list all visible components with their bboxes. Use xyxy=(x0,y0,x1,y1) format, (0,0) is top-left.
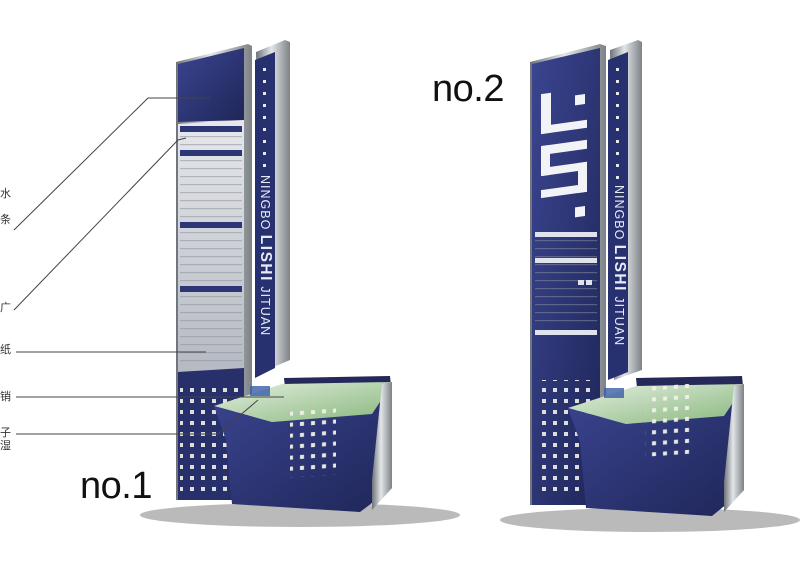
sign-1-header-panel xyxy=(178,48,244,122)
sign-1-brand-text: NINGBO LISHI JITUAN xyxy=(256,175,274,336)
callout-label: 广 xyxy=(0,301,11,314)
sign-2-side-strip xyxy=(608,52,628,380)
brand-prefix: NINGBO xyxy=(258,175,272,231)
callout-label: 纸 xyxy=(0,343,11,356)
callout-label: 销 xyxy=(0,390,11,403)
sign-2-directory xyxy=(535,232,597,335)
sign-2-strip-dots xyxy=(616,68,619,179)
callout-label: 水 xyxy=(0,187,11,200)
brand-prefix: NINGBO xyxy=(612,185,626,241)
caption-no1: no.1 xyxy=(80,465,152,507)
sign-2-shadow xyxy=(500,508,800,532)
brand-name: LISHI xyxy=(611,244,628,292)
brand-suffix: JITUAN xyxy=(612,296,626,347)
brand-suffix: JITUAN xyxy=(258,286,272,337)
brand-name: LISHI xyxy=(257,234,274,282)
callout-label: 条 xyxy=(0,213,11,226)
caption-no2: no.2 xyxy=(432,68,504,110)
callout-label: 子 xyxy=(0,426,11,439)
sign-1 xyxy=(140,40,460,527)
sign-1-strip-dots xyxy=(263,68,266,167)
callout-lines xyxy=(13,97,284,435)
callout-label: 湿 xyxy=(0,439,11,452)
sign-2-logo-graphic xyxy=(541,92,587,218)
sign-2-brand-text: NINGBO LISHI JITUAN xyxy=(610,185,628,346)
sign-1-side-strip xyxy=(255,52,275,378)
sign-1-shadow xyxy=(140,503,460,527)
sign-2 xyxy=(500,40,800,532)
